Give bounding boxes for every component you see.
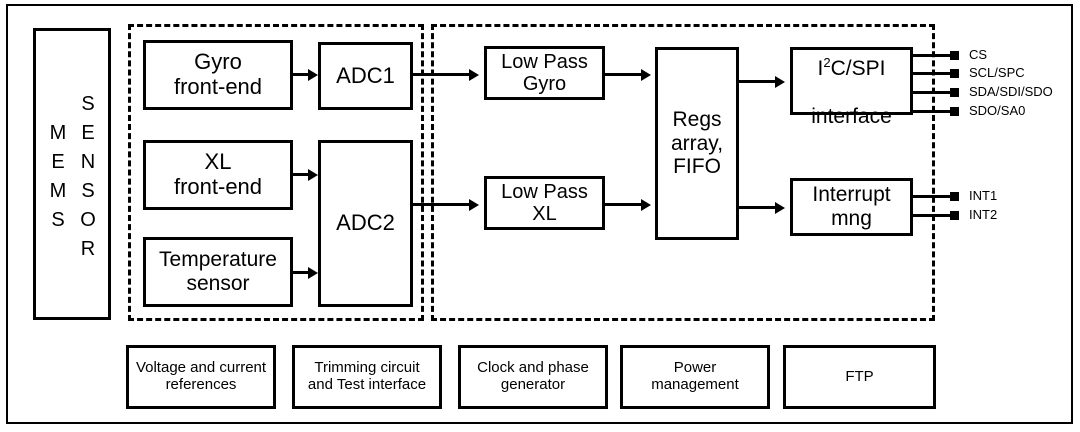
adc1-label: ADC1 <box>336 62 395 88</box>
low-pass-gyro-label: Low Pass Gyro <box>501 50 588 95</box>
sensor-letters-column: S E N S O R <box>80 93 96 260</box>
connector-lpxl-regs <box>605 203 643 206</box>
trimming-test-interface-label: Trimming circuit and Test interface <box>307 359 427 393</box>
ftp-block: FTP <box>783 345 936 409</box>
pin-label-int1: INT1 <box>969 188 998 203</box>
pin-square-int2 <box>950 211 959 220</box>
pin-label-cs: CS <box>969 47 988 62</box>
voltage-current-references-block: Voltage and current references <box>126 345 276 409</box>
pin-line-int2 <box>913 214 954 217</box>
xl-front-end-block: XL front-end <box>143 140 293 210</box>
connector-adc1-lpgyro <box>413 73 471 76</box>
trimming-test-interface-block: Trimming circuit and Test interface <box>292 345 442 409</box>
ftp-label: FTP <box>845 367 874 385</box>
i2c-spi-interface-block: I2C/SPI interface <box>790 47 913 128</box>
digital-interface-region <box>431 24 935 321</box>
xl-front-end-label: XL front-end <box>173 149 263 199</box>
connector-gyro-adc1 <box>293 73 310 76</box>
gyro-front-end-block: Gyro front-end <box>143 40 293 110</box>
adc1-block: ADC1 <box>318 42 413 110</box>
arrowhead-xl-adc2 <box>308 168 318 181</box>
arrowhead-lpxl-regs <box>641 198 651 211</box>
i2c-spi-label-prefix: I <box>817 57 824 81</box>
temperature-sensor-label: Temperature sensor <box>159 248 277 295</box>
clock-phase-generator-label: Clock and phase generator <box>477 359 589 393</box>
connector-regs-interrupt <box>739 206 777 209</box>
connector-temp-adc2 <box>293 271 310 274</box>
pin-square-sdo-sa0 <box>950 107 959 116</box>
pin-line-sda-sdi-sdo <box>913 91 954 94</box>
i2c-spi-label-superscript: 2 <box>823 55 831 71</box>
power-management-label: Power management <box>651 359 739 393</box>
voltage-current-references-label: Voltage and current references <box>135 359 267 393</box>
pin-line-cs <box>913 54 954 57</box>
mems-letters-column: M E M S <box>49 122 67 231</box>
clock-phase-generator-block: Clock and phase generator <box>458 345 608 409</box>
pin-square-cs <box>950 51 959 60</box>
pin-line-scl-spc <box>913 72 954 75</box>
arrowhead-adc1-lpgyro <box>469 68 479 81</box>
arrowhead-gyro-adc1 <box>308 68 318 81</box>
i2c-spi-label-suffix: C/SPI <box>830 57 886 81</box>
connector-lpgyro-regs <box>605 73 643 76</box>
arrowhead-lpgyro-regs <box>641 68 651 81</box>
analog-front-end-region <box>128 24 424 321</box>
pin-square-int1 <box>950 192 959 201</box>
pin-label-sda-sdi-sdo: SDA/SDI/SDO <box>969 84 1053 99</box>
gyro-front-end-label: Gyro front-end <box>173 49 263 99</box>
pin-line-sdo-sa0 <box>913 110 954 113</box>
connector-xl-adc2 <box>293 173 310 176</box>
interrupt-mng-label: Interrupt mng <box>812 183 891 230</box>
regs-array-fifo-block: Regs array, FIFO <box>655 47 739 240</box>
regs-array-fifo-label: Regs array, FIFO <box>670 108 724 179</box>
temperature-sensor-block: Temperature sensor <box>143 237 293 307</box>
connector-regs-i2cspi <box>739 80 777 83</box>
arrowhead-regs-interrupt <box>775 201 785 214</box>
mems-sensor-block: M E M S S E N S O R <box>33 28 111 320</box>
pin-square-scl-spc <box>950 69 959 78</box>
arrowhead-temp-adc2 <box>308 266 318 279</box>
pin-square-sda-sdi-sdo <box>950 88 959 97</box>
adc2-block: ADC2 <box>318 140 413 307</box>
low-pass-xl-label: Low Pass XL <box>501 180 588 225</box>
pin-label-sdo-sa0: SDO/SA0 <box>969 103 1026 118</box>
arrowhead-adc2-lpxl <box>469 198 479 211</box>
pin-label-int2: INT2 <box>969 207 998 222</box>
arrowhead-regs-i2cspi <box>775 75 785 88</box>
connector-adc2-lpxl <box>413 203 471 206</box>
low-pass-gyro-block: Low Pass Gyro <box>484 46 605 100</box>
low-pass-xl-block: Low Pass XL <box>484 176 605 230</box>
power-management-block: Power management <box>620 345 770 409</box>
pin-line-int1 <box>913 195 954 198</box>
adc2-label: ADC2 <box>336 210 395 236</box>
i2c-spi-label-line2: interface <box>811 104 892 128</box>
interrupt-mng-block: Interrupt mng <box>790 178 913 236</box>
pin-label-scl-spc: SCL/SPC <box>969 65 1025 80</box>
